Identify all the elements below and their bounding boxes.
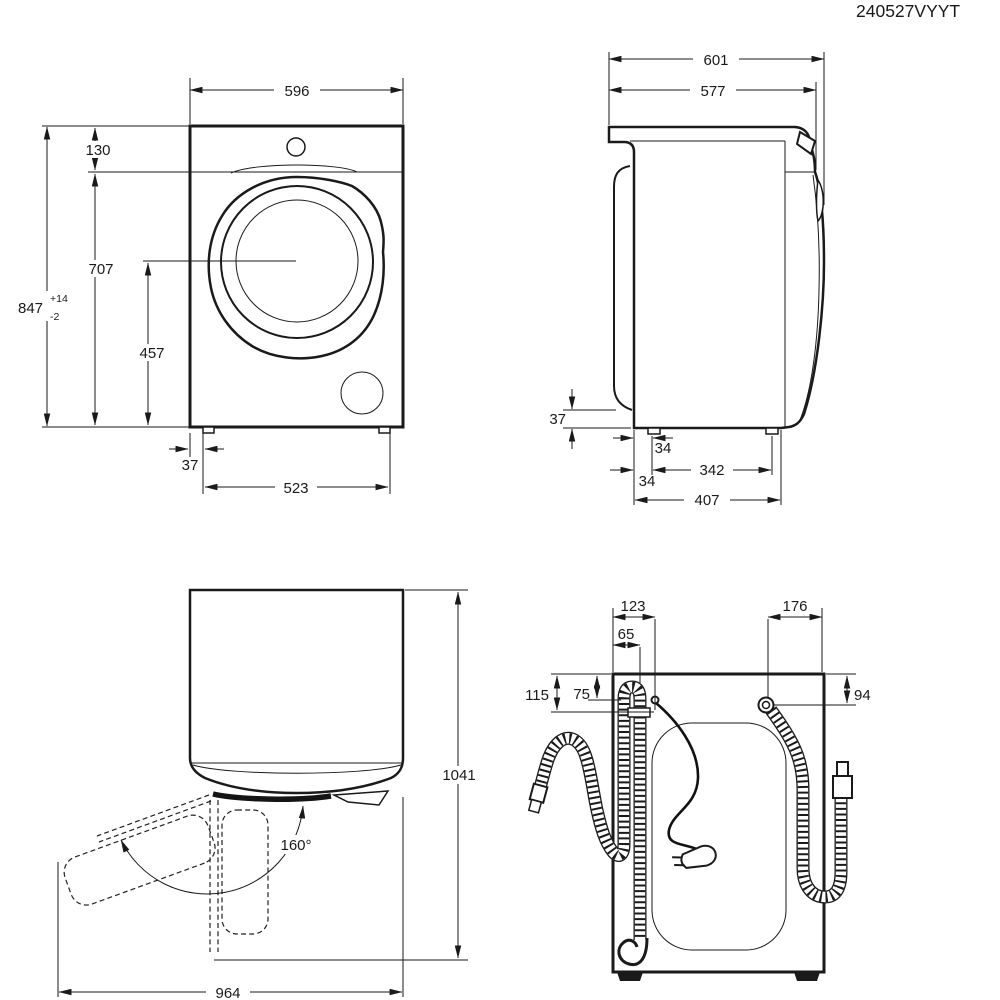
top-view-door-open: 160° 1041 964 <box>57 588 484 1000</box>
rear-cabinet-outline <box>611 672 826 974</box>
dim-label-847: 847 <box>18 300 43 317</box>
drain-hose-end-fitting <box>527 782 549 814</box>
door-90-outline <box>221 809 269 935</box>
dim-label-side-37: 37 <box>549 411 566 428</box>
dim-label-964: 964 <box>215 985 240 1000</box>
door-handle-recess <box>331 790 390 806</box>
rear-right-foot <box>794 972 820 981</box>
door-edge-highlight <box>815 177 824 223</box>
rear-view: 123 65 176 115 75 94 <box>525 598 871 981</box>
dim-label-130: 130 <box>85 142 110 159</box>
dimension-side-rear-clearance: 37 <box>549 389 631 449</box>
dimension-rear-inlet-y: 94 <box>774 673 871 706</box>
dimension-rear-cord-x: 123 <box>612 598 656 710</box>
dim-label-123: 123 <box>620 598 645 615</box>
dimension-top-depth-open: 1041 <box>214 589 484 961</box>
drawing-code: 240527VYYT <box>856 1 960 21</box>
door-closed-edge <box>212 791 332 802</box>
dim-label-847-upper-tol: +14 <box>50 293 68 305</box>
dimension-front-total-height: 847 +14 -2 <box>15 126 82 427</box>
door-160-edge-b <box>98 800 212 843</box>
inlet-connection-point <box>757 696 775 714</box>
dim-label-1041: 1041 <box>442 767 475 784</box>
dim-label-707: 707 <box>88 261 113 278</box>
front-left-foot <box>202 426 215 434</box>
dimension-front-door-center: 457 <box>133 260 296 426</box>
door-trim-arc <box>230 164 358 174</box>
front-right-foot <box>378 426 391 434</box>
dim-label-115: 115 <box>525 687 549 704</box>
door-ring <box>220 185 374 339</box>
drain-outlet-elbow <box>617 937 649 967</box>
dim-label-34-front: 34 <box>639 473 656 490</box>
side-rear-foot <box>647 427 661 435</box>
top-cabinet-outline <box>188 588 405 795</box>
dim-label-407: 407 <box>694 492 719 509</box>
inlet-hose <box>757 696 853 898</box>
dim-label-34-rear: 34 <box>655 440 672 457</box>
dimension-front-foot-inset: 37 <box>169 433 224 494</box>
dimension-side-cabinet-depth: 577 <box>608 82 817 170</box>
rear-service-panel <box>613 165 633 411</box>
side-cabinet-outline <box>607 125 826 430</box>
dimension-front-feet-spacing: 523 <box>204 433 391 497</box>
dim-label-342: 342 <box>699 462 724 479</box>
rear-left-foot <box>617 972 643 981</box>
door-outer-contour <box>207 175 385 360</box>
dimension-side-feet: 34 34 342 407 <box>610 430 782 509</box>
door-hinge-detail <box>795 130 817 156</box>
side-view: 601 577 37 34 34 <box>549 51 826 509</box>
power-cord <box>650 695 717 869</box>
dim-label-65: 65 <box>618 626 635 643</box>
dim-label-457: 457 <box>139 345 164 362</box>
dim-label-160deg: 160° <box>280 837 311 854</box>
dim-label-176: 176 <box>782 598 807 615</box>
inlet-hose-coupling-tip <box>836 761 849 777</box>
dim-label-front-37: 37 <box>182 457 199 474</box>
front-view: 596 130 707 847 +14 -2 <box>15 78 405 497</box>
dimension-rear-drain-x: 65 <box>612 626 641 684</box>
dim-label-94: 94 <box>854 687 871 704</box>
dim-label-601: 601 <box>703 52 728 69</box>
control-knob <box>286 137 306 157</box>
dimension-rear-inlet-x: 176 <box>767 598 823 697</box>
dimension-front-707: 707 <box>82 173 120 426</box>
dim-label-523: 523 <box>283 480 308 497</box>
pump-filter-door <box>340 371 384 415</box>
door-160-outline <box>63 814 216 906</box>
worktop-front-curve <box>192 764 402 774</box>
rear-panel-embossing <box>651 722 787 951</box>
dimension-top-width-open: 964 <box>57 797 404 1000</box>
dim-label-847-lower-tol: -2 <box>50 311 59 323</box>
dimension-rear-drain-y: 75 <box>573 675 621 703</box>
dimension-front-panel-height: 130 <box>79 127 117 171</box>
dim-label-75: 75 <box>573 686 590 703</box>
dimension-rear-cord-y: 115 <box>525 673 654 713</box>
dimension-side-total-depth: 601 <box>608 51 825 205</box>
side-front-foot <box>765 427 779 435</box>
dim-label-596: 596 <box>284 83 309 100</box>
inlet-hose-coupling <box>832 775 853 799</box>
dim-label-577: 577 <box>700 83 725 100</box>
dimension-front-width: 596 <box>189 78 404 124</box>
power-plug <box>672 844 717 869</box>
